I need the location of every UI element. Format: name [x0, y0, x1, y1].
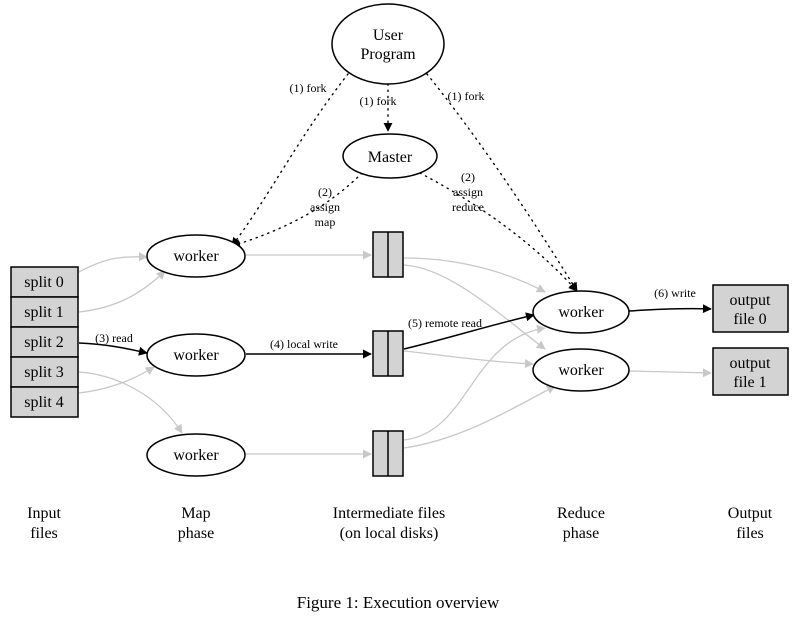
split-1-box: [10, 296, 79, 328]
master-label: Master: [368, 149, 413, 166]
intermediate-file-2: [372, 330, 404, 377]
edge-reduce2-output1: [628, 368, 712, 378]
assign-reduce-label-3: reduce: [452, 200, 484, 214]
figure-caption: Figure 1: Execution overview: [297, 593, 500, 612]
assign-reduce-label-1: (2): [461, 170, 475, 184]
output-file-0: output file 0: [712, 284, 789, 333]
split-2-box: [10, 326, 79, 358]
edge-file3-reduce2: [403, 385, 556, 449]
map-worker-1-label: worker: [173, 248, 219, 265]
intermediate-column-label-1: Intermediate files: [333, 505, 445, 522]
output-file-1-label-2: file 1: [733, 374, 766, 391]
master-node: Master: [342, 133, 438, 179]
edge-split0-map1: [78, 252, 148, 273]
read-label: (3) read: [95, 331, 133, 345]
input-splits: split 0 split 1 split 2 split 3 split 4: [10, 266, 79, 418]
assign-map-label-3: map: [315, 215, 336, 229]
fork-label-right: (1) fork: [448, 89, 485, 103]
assign-map-label-1: (2): [318, 185, 332, 199]
reduce-worker-2-label: worker: [558, 362, 604, 379]
intermediate-column-label-2: (on local disks): [340, 525, 439, 542]
reduce-column-label-1: Reduce: [557, 505, 605, 522]
map-column-label-1: Map: [181, 505, 210, 522]
reduce-worker-2: worker: [532, 348, 630, 392]
assign-map-label-2: assign: [310, 200, 340, 214]
fork-label-center: (1) fork: [360, 94, 397, 108]
local-write-label: (4) local write: [270, 337, 338, 351]
output-file-1: output file 1: [712, 347, 789, 396]
edge-assign-reduce: [419, 172, 578, 292]
output-file-1-label-1: output: [730, 355, 771, 372]
edge-file1-reduce2: [403, 264, 546, 350]
user-program-node: User Program: [331, 3, 445, 85]
split-2-label: split 2: [24, 334, 64, 351]
fork-label-left: (1) fork: [290, 81, 327, 95]
split-0-label: split 0: [24, 274, 64, 291]
reduce-column-label-2: phase: [563, 525, 599, 542]
edge-split3-map2: [78, 366, 155, 394]
split-3-label: split 3: [24, 364, 64, 381]
remote-read-label: (5) remote read: [408, 316, 482, 330]
edge-file1-reduce1: [403, 257, 546, 293]
map-worker-3: worker: [146, 433, 246, 477]
input-column-label-1: Input: [27, 505, 61, 522]
edge-fork-right: [426, 73, 578, 292]
reduce-worker-1: worker: [532, 290, 630, 334]
intermediate-file-3: [372, 430, 404, 477]
input-column-label-2: files: [30, 525, 58, 542]
edge-split1-map1: [78, 270, 166, 313]
assign-reduce-label-2: assign: [453, 185, 483, 199]
reduce-worker-1-label: worker: [558, 304, 604, 321]
map-column-label-2: phase: [178, 525, 214, 542]
edge-file3-reduce1: [403, 324, 546, 441]
user-program-label-2: Program: [360, 46, 416, 63]
edge-split3-map3: [78, 371, 183, 434]
edge-remote-read: [403, 312, 535, 350]
map-worker-1: worker: [146, 234, 246, 278]
output-column-label-1: Output: [728, 505, 773, 522]
output-file-0-label-1: output: [730, 292, 771, 309]
map-worker-3-label: worker: [173, 447, 219, 464]
edge-file2-reduce2: [403, 350, 534, 369]
user-program-label-1: User: [373, 27, 404, 44]
output-column-label-2: files: [736, 525, 764, 542]
split-4-box: [10, 386, 79, 418]
map-worker-2: worker: [146, 333, 246, 377]
edge-assign-map: [231, 172, 363, 248]
map-worker-2-label: worker: [173, 347, 219, 364]
write-label: (6) write: [654, 286, 696, 300]
intermediate-file-1: [372, 231, 404, 278]
edge-read: [78, 342, 148, 356]
split-1-label: split 1: [24, 304, 64, 321]
edge-write-output0: [628, 304, 712, 314]
split-4-label: split 4: [24, 394, 64, 411]
output-file-0-label-2: file 0: [733, 311, 766, 328]
